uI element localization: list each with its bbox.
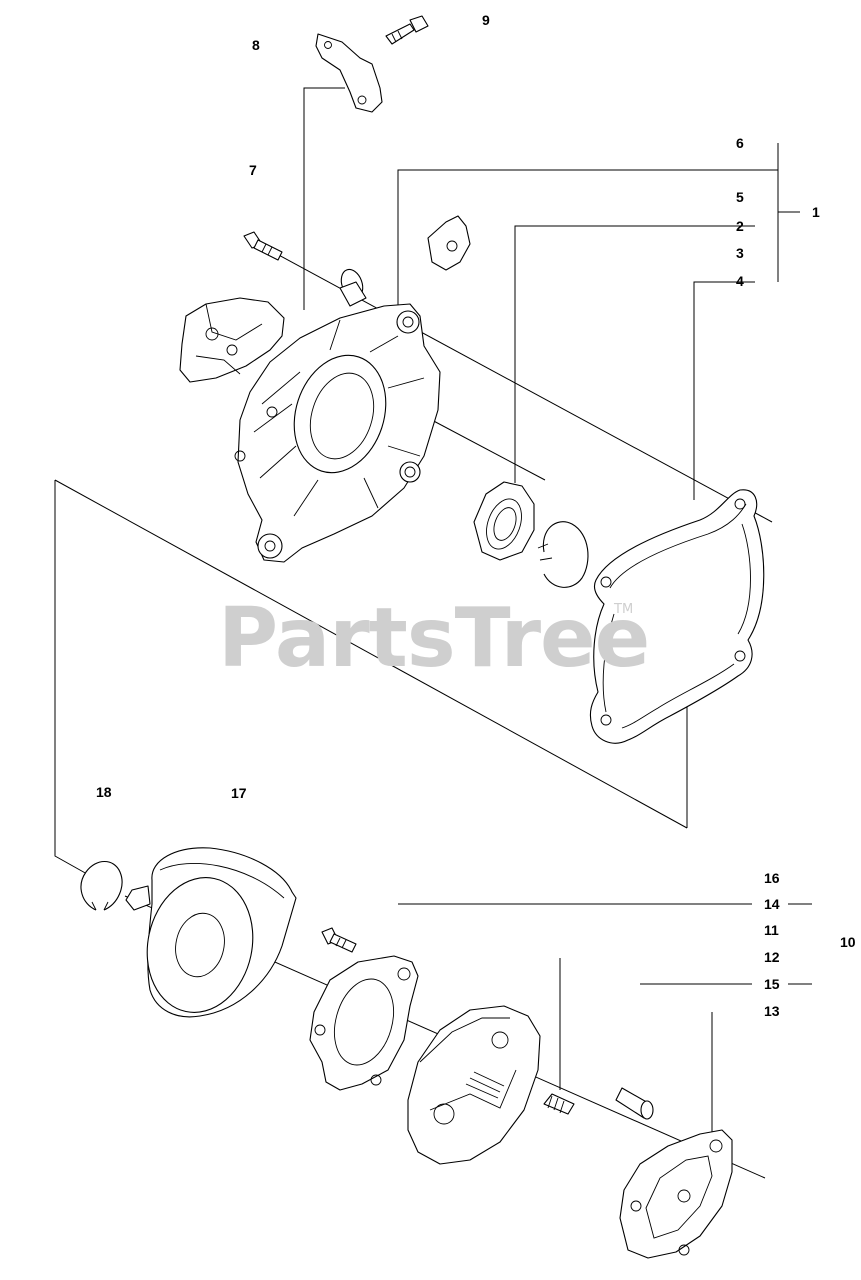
part-screw-top (385, 15, 429, 45)
part-clutch-shoes (407, 1005, 541, 1165)
callout-2: 2 (736, 218, 744, 234)
part-screw-side (243, 231, 283, 261)
part-screw-lower (321, 927, 357, 953)
callout-10: 10 (840, 934, 856, 950)
callout-5: 5 (736, 189, 744, 205)
part-bushing (615, 1087, 654, 1120)
callout-12: 12 (764, 949, 780, 965)
callout-18: 18 (96, 784, 112, 800)
callout-16: 16 (764, 870, 780, 886)
callout-14: 14 (764, 896, 780, 912)
callout-4: 4 (736, 273, 744, 289)
part-spring (543, 1093, 575, 1115)
callout-15: 15 (764, 976, 780, 992)
part-washer-small (339, 268, 367, 307)
callout-8: 8 (252, 37, 260, 53)
callout-11: 11 (764, 922, 779, 938)
callout-7: 7 (249, 162, 257, 178)
callout-3: 3 (736, 245, 744, 261)
part-bracket-clip (315, 33, 383, 113)
part-clutch-housing (179, 297, 441, 563)
part-bearing (473, 481, 535, 561)
part-clutch-plate (309, 955, 419, 1091)
callout-1: 1 (812, 204, 820, 220)
part-cover-plate (619, 1129, 733, 1259)
callout-6: 6 (736, 135, 744, 151)
watermark-trademark: TM (614, 602, 634, 617)
part-tab-washer (427, 215, 471, 271)
part-gasket (589, 489, 765, 744)
callout-17: 17 (231, 785, 247, 801)
callout-9: 9 (482, 12, 490, 28)
part-circlip-upper (537, 521, 589, 588)
callout-13: 13 (764, 1003, 780, 1019)
part-snap-ring-lower (80, 860, 123, 911)
part-clutch-drum (125, 847, 297, 1018)
